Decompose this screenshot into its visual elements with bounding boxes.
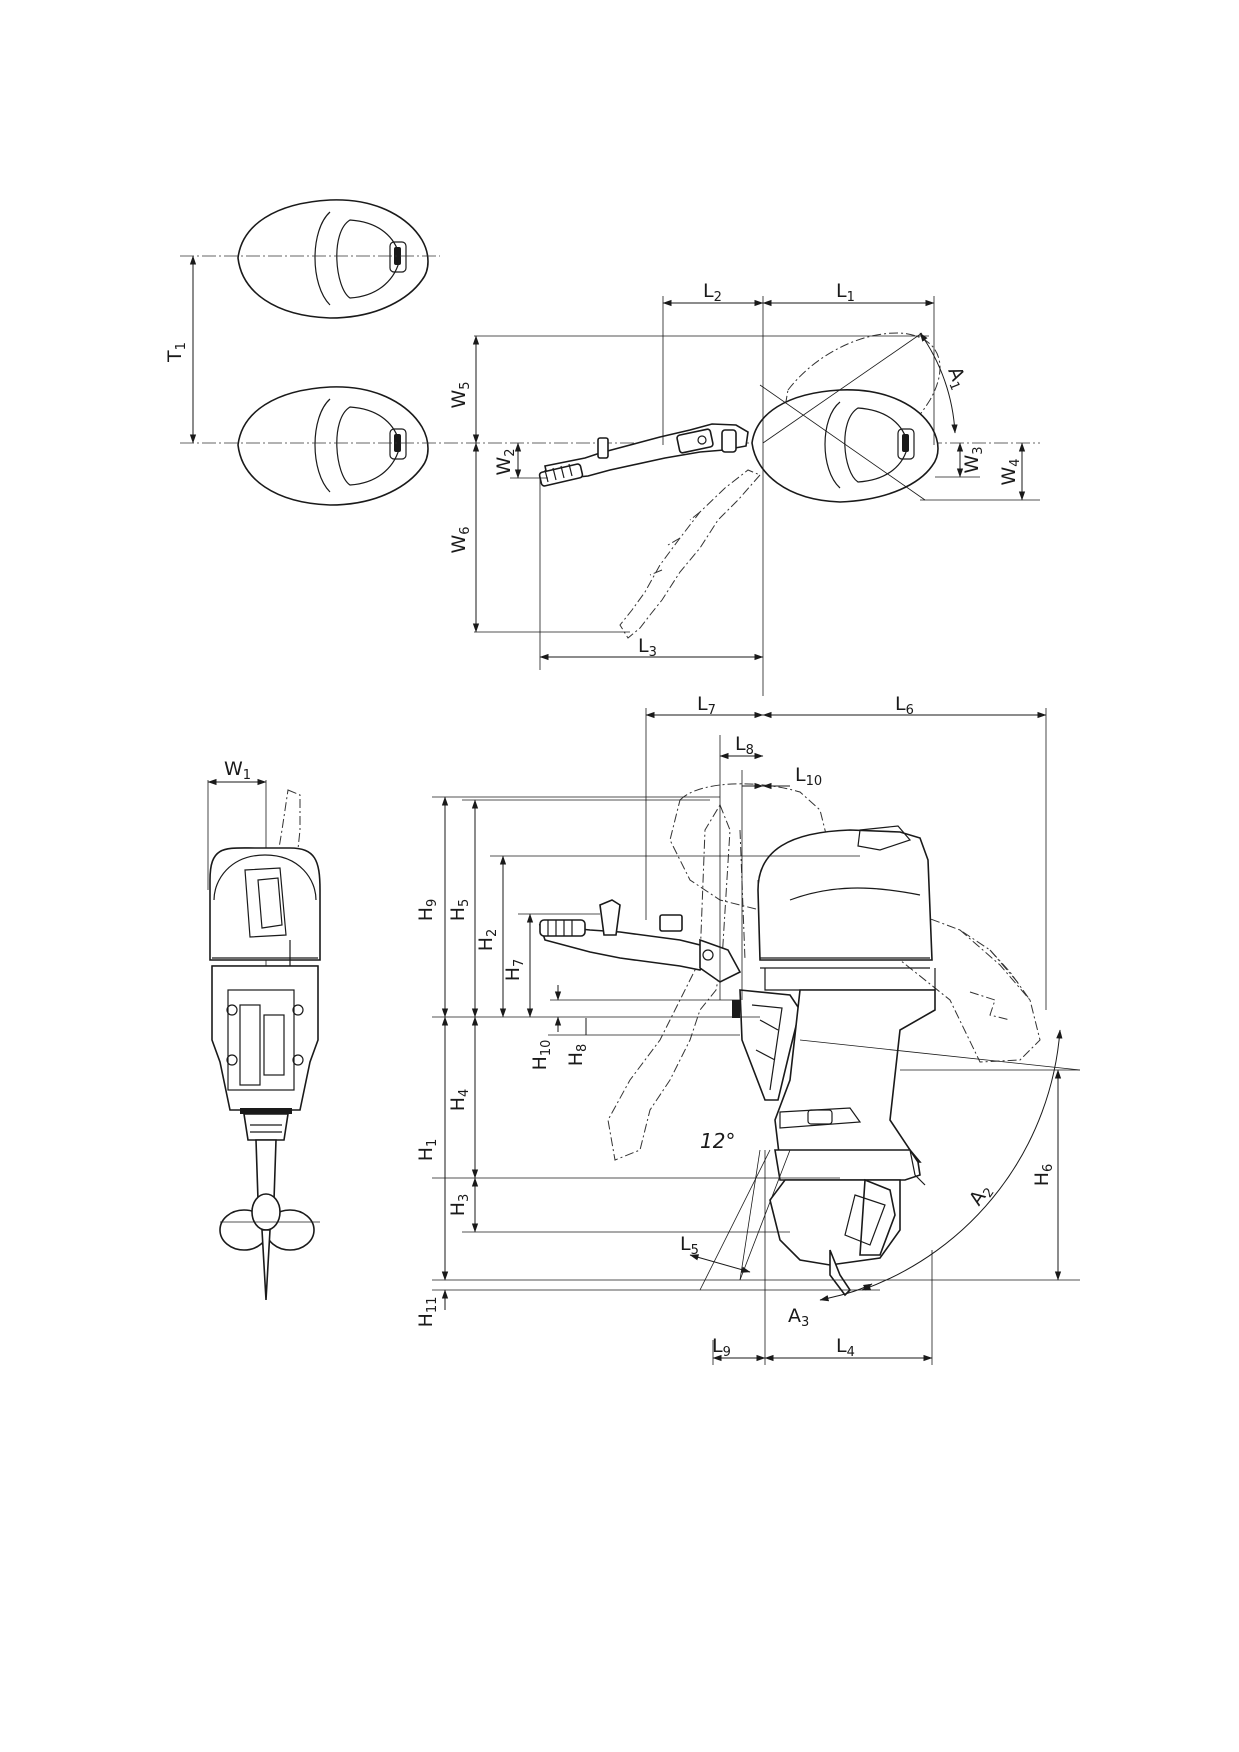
label-h8: H8 bbox=[565, 1044, 590, 1067]
side-cowling bbox=[757, 825, 936, 991]
label-l2: L2 bbox=[703, 280, 722, 305]
tiller-handle-side bbox=[538, 899, 742, 983]
label-h2: H2 bbox=[475, 929, 500, 952]
label-a3: A3 bbox=[788, 1305, 809, 1330]
label-h11: H11 bbox=[415, 1297, 440, 1328]
clamp-bracket bbox=[732, 989, 801, 1101]
label-h3: H3 bbox=[447, 1194, 472, 1217]
label-h4: H4 bbox=[447, 1089, 472, 1112]
rear-view: W1 bbox=[207, 758, 321, 1301]
label-a1: A1 bbox=[941, 364, 972, 393]
a1-angle-arc bbox=[919, 332, 958, 434]
label-l3: L3 bbox=[638, 635, 657, 660]
label-l10: L10 bbox=[795, 764, 822, 789]
rear-cowling bbox=[209, 847, 321, 961]
a2-angle-arc bbox=[861, 1029, 1063, 1291]
l5-dimension-line bbox=[689, 1254, 751, 1273]
label-t1: T1 bbox=[164, 342, 189, 363]
label-l1: L1 bbox=[836, 280, 855, 305]
label-l5: L5 bbox=[680, 1233, 699, 1258]
side-lower-unit bbox=[769, 989, 936, 1297]
label-w5: W5 bbox=[448, 381, 473, 408]
upper-engine-cowling bbox=[237, 199, 429, 319]
trim-angle-label: 12° bbox=[700, 1129, 735, 1153]
label-h1: H1 bbox=[415, 1139, 440, 1162]
label-l7: L7 bbox=[697, 693, 716, 718]
rear-midsection bbox=[211, 965, 319, 1111]
label-w4: W4 bbox=[998, 458, 1023, 485]
label-l9: L9 bbox=[712, 1335, 731, 1360]
a3-angle-arc bbox=[819, 1283, 873, 1302]
label-w1: W1 bbox=[224, 758, 251, 783]
label-w6: W6 bbox=[448, 526, 473, 553]
lower-engine-cowling bbox=[237, 386, 429, 506]
label-w3: W3 bbox=[961, 446, 986, 473]
label-h6: H6 bbox=[1031, 1164, 1056, 1187]
tiller-handle-top bbox=[538, 423, 749, 487]
twin-engine-top-view: T1 bbox=[164, 199, 1040, 506]
label-l6: L6 bbox=[895, 693, 914, 718]
turned-tiller-ghost bbox=[619, 469, 761, 639]
label-a2: A2 bbox=[965, 1180, 998, 1212]
label-h10: H10 bbox=[529, 1040, 554, 1071]
label-h5: H5 bbox=[447, 899, 472, 922]
label-l8: L8 bbox=[735, 733, 754, 758]
tiller-top-view: L2 L1 W5 W6 W2 W3 W4 A1 L3 bbox=[448, 280, 1040, 696]
rear-propeller bbox=[219, 1193, 320, 1301]
label-h7: H7 bbox=[502, 959, 527, 982]
side-view: L7 L6 L8 L10 H9 H5 H2 H7 H10 H8 H1 H4 H3… bbox=[415, 693, 1081, 1365]
tiller-engine-cowling bbox=[751, 384, 939, 503]
label-h9: H9 bbox=[415, 899, 440, 922]
label-w2: W2 bbox=[493, 448, 518, 475]
label-l4: L4 bbox=[836, 1335, 855, 1360]
